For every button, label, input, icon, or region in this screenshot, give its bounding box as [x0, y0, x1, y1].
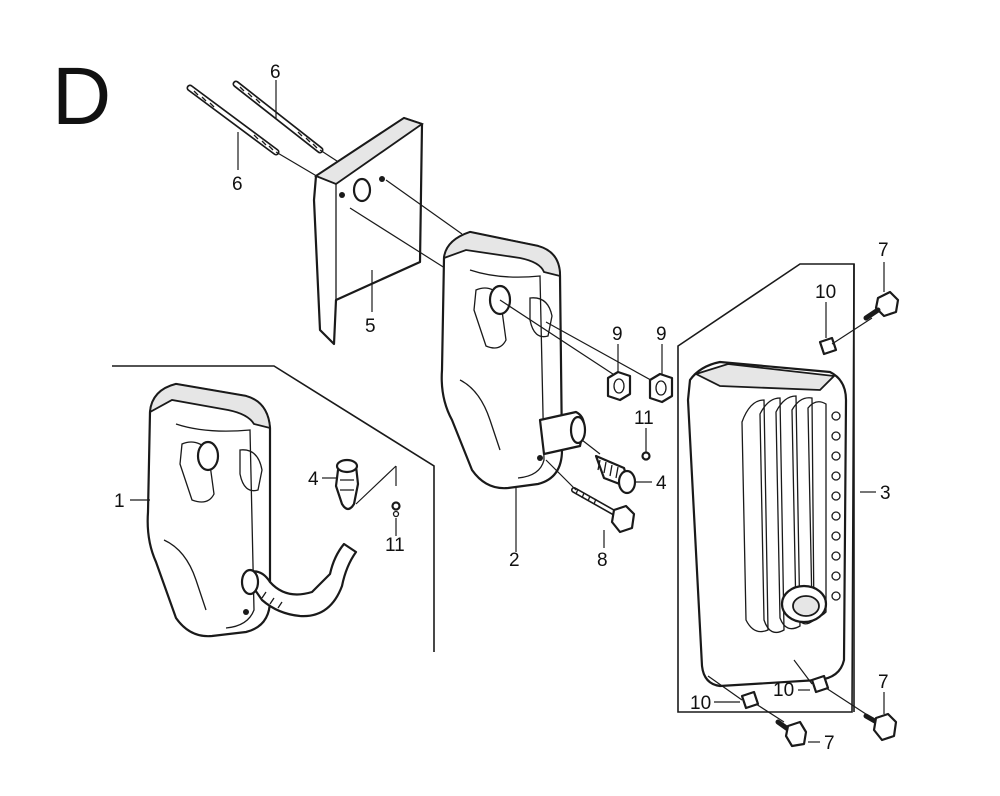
callout-6-lower: 6 — [232, 174, 243, 195]
flange-bolt — [571, 487, 636, 534]
muffler-assembly-left — [146, 382, 358, 638]
callout-11-left: 11 — [385, 535, 405, 556]
flange-nut-right — [648, 372, 674, 404]
assembly-frame-right — [677, 263, 855, 713]
callout-leaders — [130, 80, 885, 743]
stud-bolt-upper — [232, 80, 324, 154]
callout-4-left: 4 — [308, 469, 319, 490]
callout-1: 1 — [114, 491, 125, 512]
callout-10-top: 10 — [815, 282, 836, 303]
callout-10-bottom-right: 10 — [773, 680, 794, 701]
spark-arrester-center — [594, 454, 637, 495]
flange-nut-left — [606, 370, 632, 402]
heat-shield-plate — [312, 116, 424, 346]
callout-7-top: 7 — [878, 240, 889, 261]
callout-4-center: 4 — [656, 473, 667, 494]
callout-11-center: 11 — [634, 408, 654, 429]
muffler-body-center — [440, 230, 587, 490]
spark-arrester-left — [334, 458, 360, 511]
collar-top — [818, 336, 838, 356]
collar-bottom-left — [740, 690, 760, 710]
muffler-protector — [686, 360, 848, 688]
tapping-screw-center — [641, 451, 651, 461]
bolt-bottom-left — [775, 719, 808, 748]
tapping-screw-left — [391, 501, 401, 518]
callout-6-upper: 6 — [270, 62, 281, 83]
bolt-bottom-right — [863, 712, 898, 742]
callout-10-bottom-left: 10 — [690, 693, 711, 714]
section-letter: D — [52, 51, 111, 142]
stud-bolt-lower — [186, 84, 280, 156]
callout-3: 3 — [880, 483, 891, 504]
callout-7-bottom-right: 7 — [878, 672, 889, 693]
callout-7-bottom-left: 7 — [824, 733, 835, 754]
callout-9-left: 9 — [612, 324, 623, 345]
callout-8: 8 — [597, 550, 608, 571]
callout-9-right: 9 — [656, 324, 667, 345]
bolt-top — [863, 290, 900, 321]
callout-2: 2 — [509, 550, 520, 571]
assembly-frame-left — [112, 365, 435, 652]
callout-5: 5 — [365, 316, 376, 337]
collar-bottom-right — [810, 674, 830, 694]
